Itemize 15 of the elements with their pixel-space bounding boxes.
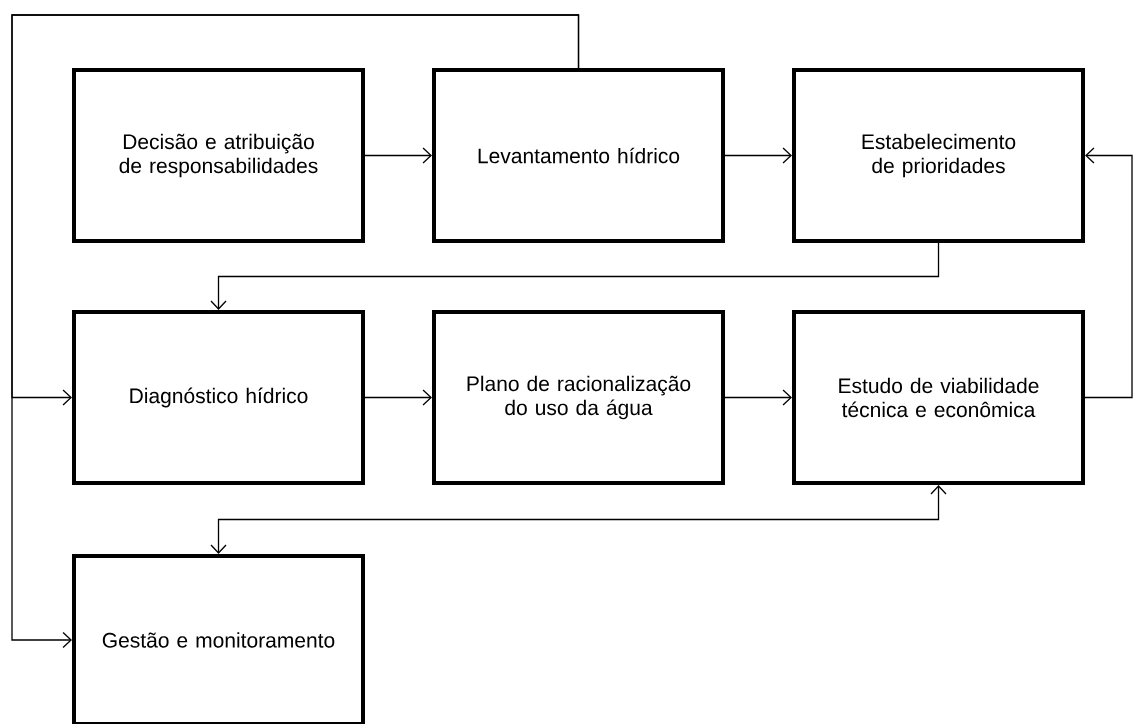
arrow [364, 147, 432, 164]
arrow [210, 485, 947, 554]
arrow [11, 14, 580, 649]
arrow [364, 389, 432, 406]
arrow [1084, 147, 1133, 399]
arrow [724, 389, 792, 406]
process-box: Diagnóstico hídrico [72, 310, 365, 485]
arrow [210, 242, 940, 310]
process-box: Plano de racionalização do uso da água [432, 310, 725, 485]
process-box: Decisão e atribuição de responsabilidades [72, 68, 365, 243]
arrow [724, 147, 792, 164]
process-box: Estabelecimento de prioridades [792, 68, 1085, 243]
process-box: Levantamento hídrico [432, 68, 725, 243]
process-box: Gestão e monitoramento [72, 554, 365, 724]
process-box: Estudo de viabilidade técnica e econômica [792, 310, 1085, 485]
